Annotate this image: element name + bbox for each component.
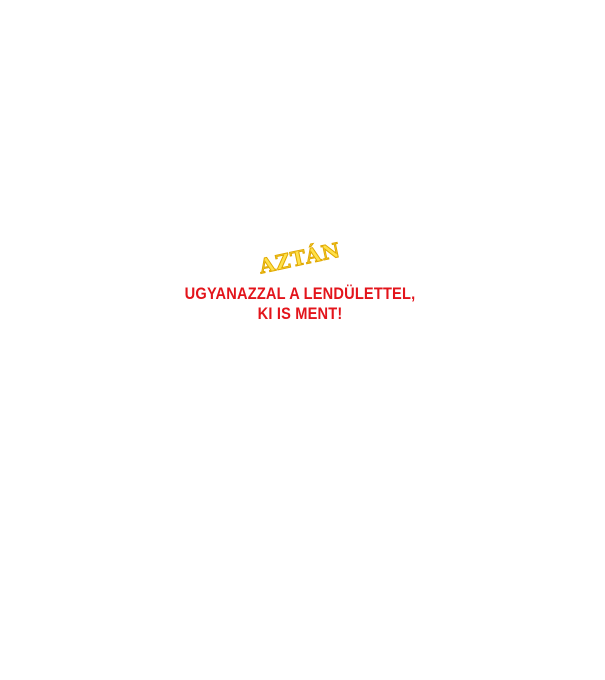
caption-line-2: KI IS MENT! (257, 304, 343, 323)
caption-accent-word: AZTÁN (257, 237, 344, 279)
caption-text: UGYANAZZAL A LENDÜLETTEL, KI IS MENT! (171, 284, 429, 324)
caption-line-1: UGYANAZZAL A LENDÜLETTEL, (184, 284, 416, 303)
